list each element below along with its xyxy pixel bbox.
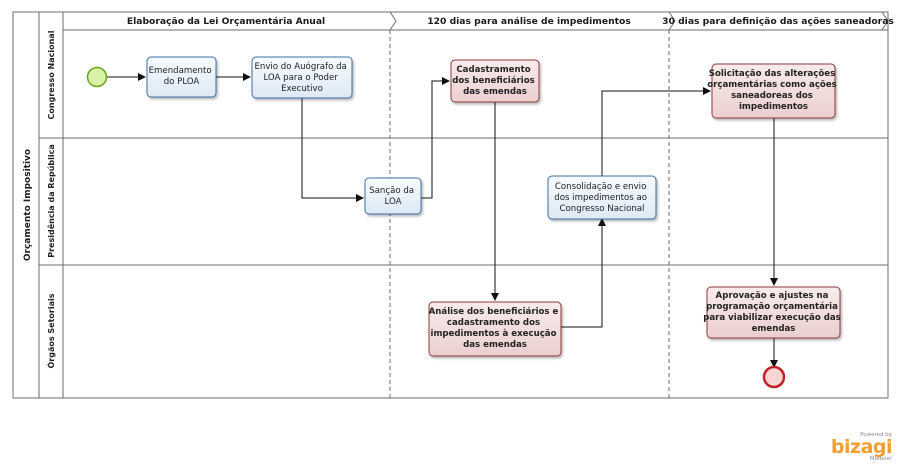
phase-chevron-1 xyxy=(389,11,397,31)
task-sancao-line-1: Sanção da xyxy=(369,186,414,196)
task-envio-line-2: LOA para o Poder xyxy=(263,73,338,83)
phase-chevron-3 xyxy=(881,11,889,31)
lane-label-orgaos: Órgãos Setoriais xyxy=(45,293,56,368)
task-envio-line-1: Envio do Auógrafo da xyxy=(254,61,346,72)
phase-chevron-2 xyxy=(668,11,676,31)
lane-label-congresso: Congresso Nacional xyxy=(47,30,56,119)
task-emendamento-line-1: Emendamento xyxy=(149,66,212,76)
task-sancao[interactable]: Sanção da LOA xyxy=(364,177,422,215)
task-solicitacao-line-3: saneadoreas dos xyxy=(731,91,813,101)
logo-brand-text: bizagi xyxy=(830,436,893,458)
task-cadastramento[interactable]: Cadastramento dos beneficiários das emen… xyxy=(450,59,540,103)
task-emendamento-line-2: do PLOA xyxy=(164,77,200,87)
task-cadastramento-line-3: das emendas xyxy=(463,87,527,97)
bizagi-logo: Powered by bizagi Modeler xyxy=(830,432,893,462)
task-analise-line-3: impedimentos à execução xyxy=(431,329,557,339)
svg-text:Consolidação e envio dos: Consolidação e envio dos impedimentos ao… xyxy=(554,182,649,214)
svg-text:Solicitação das alterações: Solicitação das alterações orçamentárias… xyxy=(707,69,840,112)
task-solicitacao-line-4: impedimentos xyxy=(739,102,808,112)
phase-title-30-dias: 30 dias para definição das ações saneado… xyxy=(662,16,894,27)
flow-sancao-to-cadastramento xyxy=(421,77,450,199)
task-analise[interactable]: Análise dos beneficiários e cadastrament… xyxy=(428,301,562,357)
task-aprovacao[interactable]: Aprovação e ajustes na programação orçam… xyxy=(703,286,844,339)
flow-consolidacao-to-solicitacao xyxy=(601,87,711,176)
task-consolidacao-line-1: Consolidação e envio xyxy=(555,182,646,192)
sequence-flows xyxy=(107,73,778,368)
task-analise-line-2: cadastramento dos xyxy=(447,318,540,328)
task-aprovacao-line-3: para viabilizar execução das xyxy=(703,313,841,323)
svg-text:Emendamento do PLOA: Emendamento do PLOA xyxy=(149,66,215,87)
task-solicitacao-line-2: orçamentárias como ações xyxy=(707,80,837,90)
task-analise-line-4: das emendas xyxy=(463,340,527,350)
task-consolidacao-line-2: dos impedimentos ao xyxy=(554,193,647,203)
lane-label-presidencia: Presidência da República xyxy=(46,144,56,258)
logo-sub-text: Modeler xyxy=(869,456,892,462)
task-solicitacao[interactable]: Solicitação das alterações orçamentárias… xyxy=(707,63,840,119)
flow-analise-to-consolidacao xyxy=(561,218,606,328)
phase-title-120-dias: 120 dias para análise de impedimentos xyxy=(427,16,631,27)
task-sancao-line-2: LOA xyxy=(385,197,402,207)
svg-text:Cadastramento dos benefi: Cadastramento dos beneficiários das emen… xyxy=(452,65,538,97)
start-event[interactable] xyxy=(86,66,108,88)
pool-label: Orçamento Impositivo xyxy=(23,149,33,261)
task-aprovacao-line-2: programação orçamentária xyxy=(706,302,838,312)
task-cadastramento-line-1: Cadastramento xyxy=(456,65,530,75)
task-consolidacao[interactable]: Consolidação e envio dos impedimentos ao… xyxy=(547,175,657,220)
task-consolidacao-line-3: Congresso Nacional xyxy=(560,204,645,214)
task-analise-line-1: Análise dos beneficiários e xyxy=(429,307,559,317)
svg-text:Envio do Auógrafo da LOA: Envio do Auógrafo da LOA para o Poder Ex… xyxy=(254,61,349,94)
task-cadastramento-line-2: dos beneficiários xyxy=(452,76,535,86)
task-aprovacao-line-1: Aprovação e ajustes na xyxy=(716,291,829,301)
task-aprovacao-line-4: emendas xyxy=(752,324,796,334)
task-envio-line-3: Executivo xyxy=(281,84,323,94)
svg-text:Análise dos beneficiários e: Análise dos beneficiários e cadastrament… xyxy=(429,307,562,350)
svg-text:Aprovação e ajustes na p: Aprovação e ajustes na programação orçam… xyxy=(703,291,844,334)
logo-powered-text: Powered by xyxy=(860,432,892,438)
task-emendamento[interactable]: Emendamento do PLOA xyxy=(146,56,217,98)
flow-envio-to-sancao xyxy=(301,98,364,202)
phase-title-elaboracao: Elaboração da Lei Orçamentária Anual xyxy=(127,16,325,27)
task-envio-autografo[interactable]: Envio do Auógrafo da LOA para o Poder Ex… xyxy=(251,56,353,99)
task-solicitacao-line-1: Solicitação das alterações xyxy=(709,69,835,79)
svg-text:Sanção da LOA: Sanção da LOA xyxy=(369,186,417,207)
end-event[interactable] xyxy=(762,365,786,389)
